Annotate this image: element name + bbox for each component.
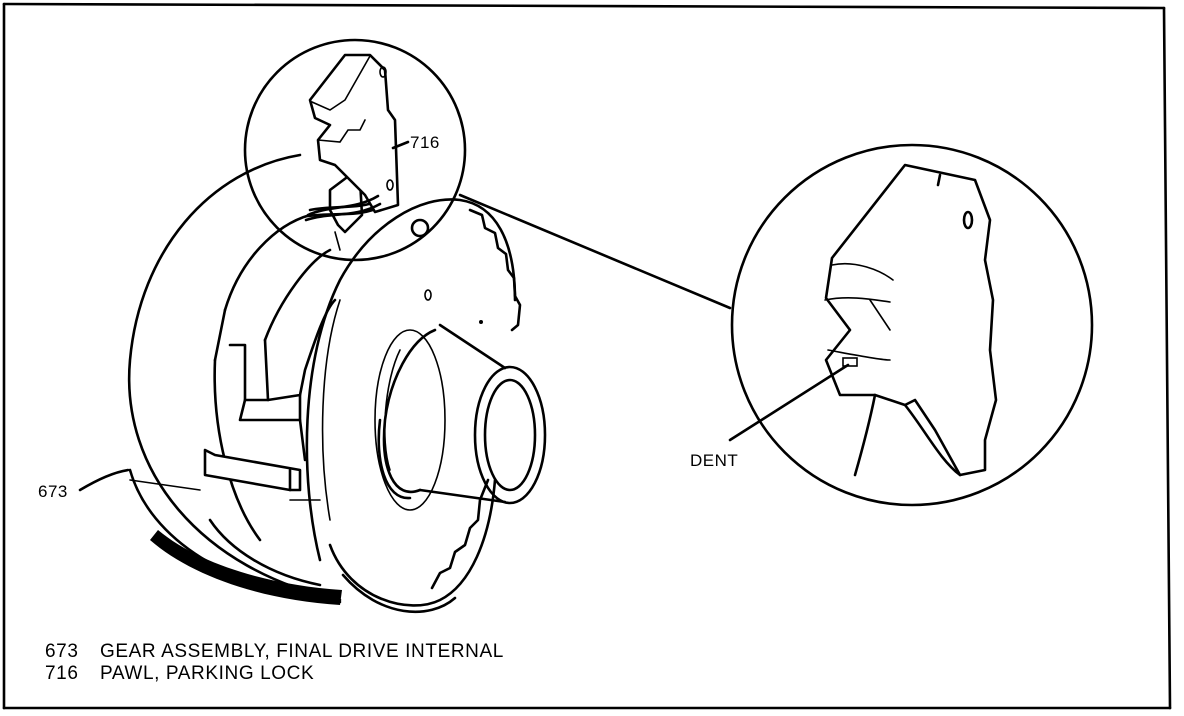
legend: 673 GEAR ASSEMBLY, FINAL DRIVE INTERNAL … (45, 641, 504, 684)
legend-number: 673 (45, 641, 79, 662)
dent-zoom-circle (730, 143, 1094, 507)
legend-description: GEAR ASSEMBLY, FINAL DRIVE INTERNAL (100, 641, 504, 662)
leader-673 (78, 468, 130, 492)
page-border (2, 2, 1172, 710)
leader-dent (728, 363, 850, 442)
pawl-zoom-circle (243, 38, 467, 262)
leader-716 (391, 140, 410, 150)
callout-716: 716 (410, 133, 440, 152)
callout-673: 673 (38, 482, 68, 501)
gear-assembly-673 (127, 153, 547, 614)
legend-description: PAWL, PARKING LOCK (100, 663, 314, 684)
callout-dent: DENT (690, 451, 738, 470)
legend-number: 716 (45, 663, 79, 684)
zoom-connector-line (458, 193, 732, 310)
